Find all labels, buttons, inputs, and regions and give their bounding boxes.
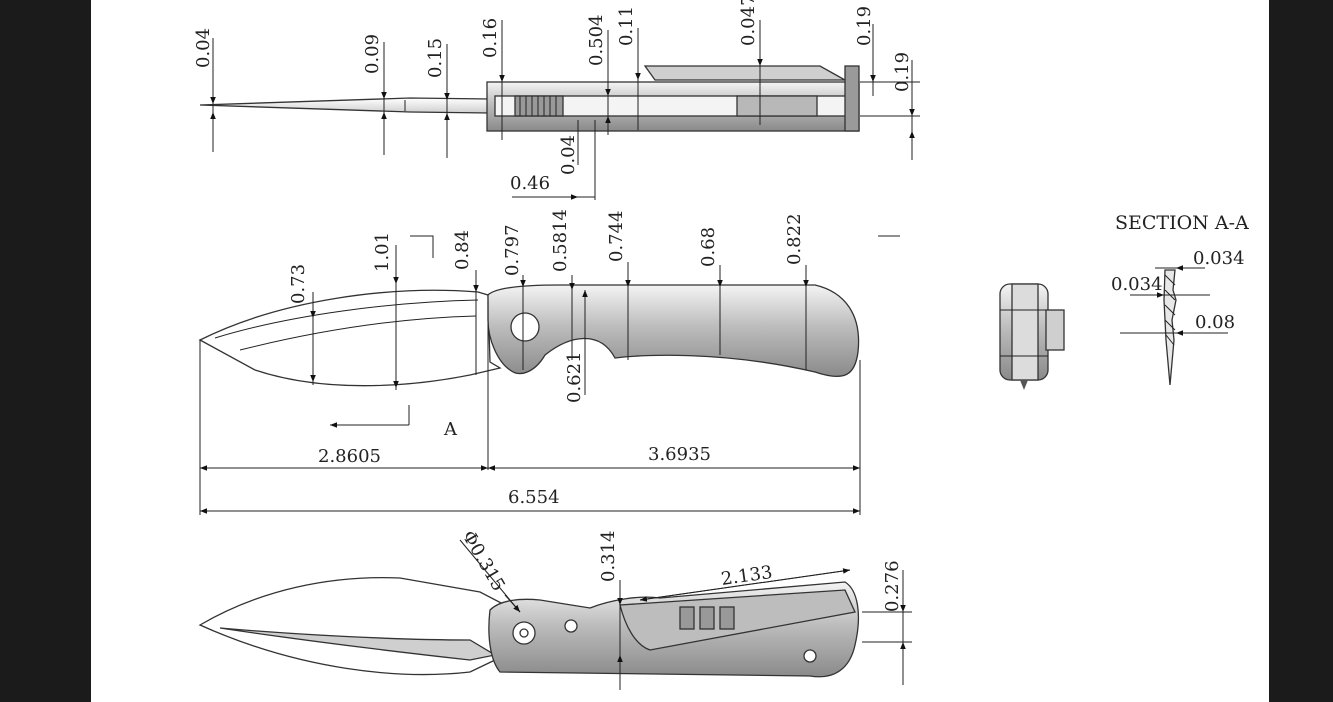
section-a-a: SECTION A-A 0.034 0.034 0.08 xyxy=(1111,212,1249,386)
dim-section-2: 0.08 xyxy=(1195,312,1235,333)
side-handle xyxy=(487,284,860,378)
dim-top-7: 0.19 xyxy=(854,6,875,46)
dim-top-4: 0.504 xyxy=(586,14,607,66)
dim-bottom-0: Φ0.315 xyxy=(458,527,509,595)
bottom-pivot xyxy=(512,621,536,645)
dim-side-11: 6.554 xyxy=(508,487,560,508)
dim-bottom-1: 0.314 xyxy=(598,530,619,582)
dim-side-8: 0.621 xyxy=(564,351,585,403)
dim-top-2: 0.15 xyxy=(425,38,446,78)
dim-section-1: 0.034 xyxy=(1111,274,1163,295)
dim-side-3: 0.797 xyxy=(502,224,523,276)
section-title: SECTION A-A xyxy=(1115,212,1249,234)
dim-top-5: 0.11 xyxy=(616,6,637,46)
dim-side-9: 2.8605 xyxy=(318,446,381,467)
bottom-blade xyxy=(198,576,506,676)
dim-side-6: 0.68 xyxy=(698,227,719,267)
bottom-screw-1 xyxy=(564,619,578,633)
dim-side-10: 3.6935 xyxy=(648,444,711,465)
top-pivot-gear xyxy=(514,95,564,117)
dim-side-0: 0.73 xyxy=(288,264,309,304)
dim-side-5: 0.744 xyxy=(606,210,627,262)
dim-side-2: 0.84 xyxy=(452,230,473,270)
top-view-dims: 0.04 0.09 0.15 0.16 0.504 0.11 0.047 0.1… xyxy=(193,0,913,194)
dim-side-4: 0.5814 xyxy=(550,209,571,272)
dim-section-0: 0.034 xyxy=(1193,248,1245,269)
top-clip xyxy=(643,65,848,81)
dim-bottom-3: 0.276 xyxy=(882,560,903,612)
end-view xyxy=(999,283,1065,390)
dim-side-7: 0.822 xyxy=(784,213,805,265)
dim-top-3: 0.16 xyxy=(480,18,501,58)
dim-top-1: 0.09 xyxy=(362,34,383,74)
dim-top-9: 0.04 xyxy=(558,135,579,175)
side-thumb-hole xyxy=(510,312,540,342)
section-marker: A xyxy=(443,419,458,440)
side-blade xyxy=(198,289,502,387)
dim-bottom-2: 2.133 xyxy=(720,562,774,590)
section-profile xyxy=(1163,269,1177,386)
side-view xyxy=(198,235,900,515)
dim-top-8: 0.19 xyxy=(892,52,913,92)
bottom-view xyxy=(198,539,912,690)
dim-top-0: 0.04 xyxy=(193,28,214,68)
dim-top-10: 0.46 xyxy=(510,173,550,194)
top-view xyxy=(199,20,920,200)
bottom-screw-2 xyxy=(803,649,817,663)
side-view-dims: 0.73 1.01 0.84 0.797 0.5814 0.744 0.68 0… xyxy=(288,209,805,508)
dim-side-1: 1.01 xyxy=(372,232,393,272)
dim-top-6: 0.047 xyxy=(738,0,759,46)
